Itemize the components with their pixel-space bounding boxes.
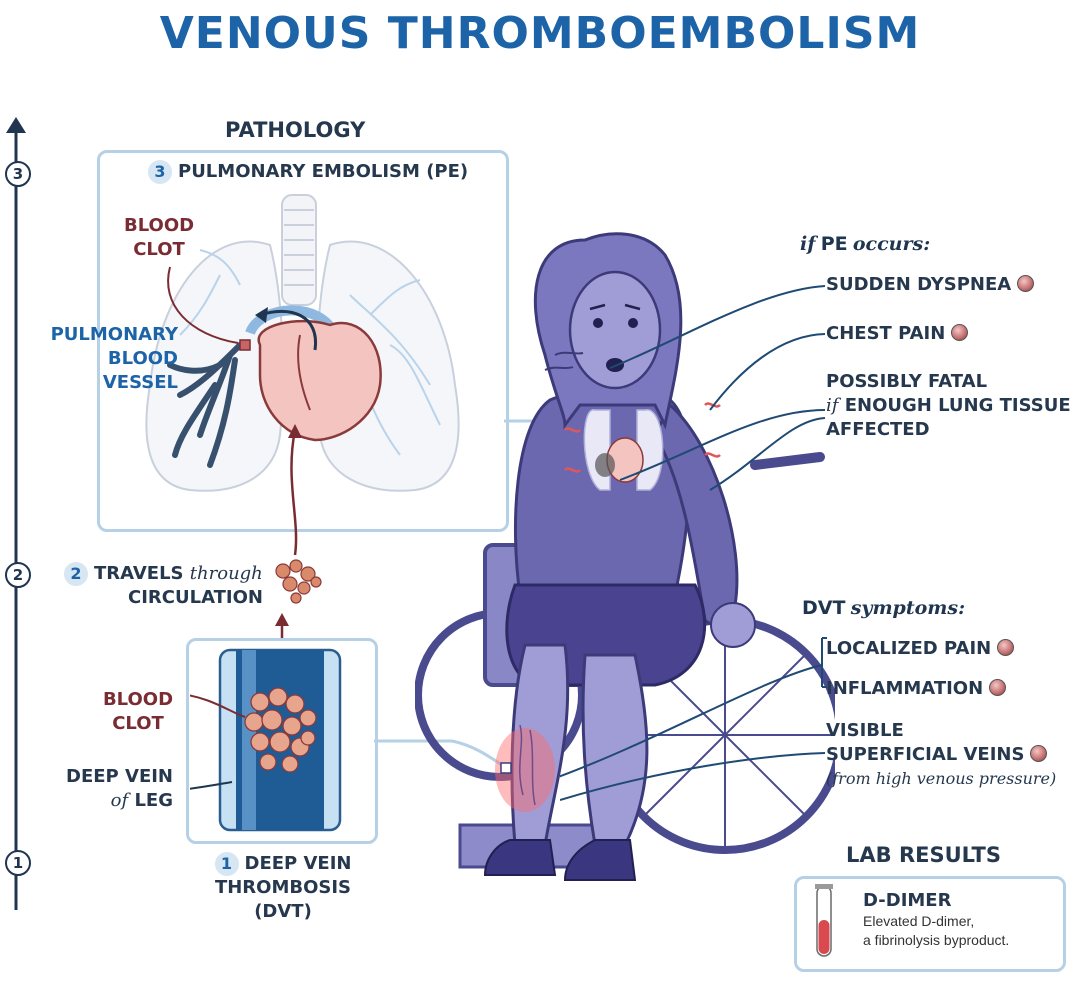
- heart-icon: [257, 319, 382, 442]
- step-marker-3: 3: [5, 161, 31, 187]
- lab-desc-1: Elevated D-dimer,: [863, 913, 975, 929]
- arrow-up-icon: [6, 117, 26, 133]
- lungs-heart-illustration: [145, 194, 460, 492]
- dvt-symptom-pain: LOCALIZED PAIN: [826, 637, 1015, 661]
- pe-symptom-fatal: POSSIBLY FATAL if ENOUGH LUNG TISSUE AFF…: [826, 371, 1071, 440]
- symptom-dot-icon: [1030, 745, 1048, 762]
- dvt-symptom-veins: VISIBLE SUPERFICIAL VEINS (from high ven…: [826, 720, 1057, 788]
- vein-illustration: [190, 648, 342, 832]
- symptom-dot-icon: [951, 324, 969, 341]
- lab-heading: LAB RESULTS: [846, 843, 1001, 867]
- lab-panel: [794, 876, 1066, 972]
- inflammation-icon: [495, 728, 555, 812]
- patient-illustration: [415, 232, 835, 881]
- dvt-symptom-inflammation: INFLAMMATION: [826, 677, 1007, 701]
- pe-symptom-dyspnea: SUDDEN DYSPNEA: [826, 273, 1035, 297]
- lab-test-name: D-DIMER: [863, 890, 952, 911]
- lab-desc-2: a fibrinolysis byproduct.: [863, 932, 1010, 948]
- pe-symptoms-heading: if PE occurs:: [800, 233, 931, 255]
- symptom-dot-icon: [997, 639, 1015, 656]
- page-title: VENOUS THROMBOEMBOLISM: [159, 8, 921, 59]
- symptom-dot-icon: [989, 679, 1007, 696]
- clot-marker-icon: [239, 339, 251, 351]
- clot-icon: [244, 687, 317, 773]
- arrow-up-icon: [288, 424, 302, 438]
- symptom-dot-icon: [1017, 275, 1035, 292]
- arrow-to-pe: [288, 424, 302, 556]
- dvt-connector: [374, 739, 503, 767]
- pe-symptom-chest-pain: CHEST PAIN: [826, 322, 969, 346]
- step-marker-1: 1: [5, 850, 31, 876]
- face-icon: [568, 270, 662, 390]
- test-tube-icon: [815, 884, 833, 957]
- occluded-vessel-icon: [167, 342, 243, 468]
- arrow-up-icon: [275, 613, 289, 626]
- symptom-leader-lines: [560, 285, 827, 801]
- timeline-axis: [6, 117, 26, 910]
- trachea-icon: [281, 194, 317, 306]
- step-marker-2: 2: [5, 562, 31, 588]
- circulating-clot-icon: [275, 559, 322, 604]
- dvt-symptoms-heading: DVT symptoms:: [802, 597, 966, 619]
- pathology-heading: PATHOLOGY: [225, 118, 366, 142]
- lab-result-text: D-DIMER Elevated D-dimer, a fibrinolysis…: [863, 890, 1009, 950]
- deep-vein-label: DEEP VEIN of LEG: [66, 766, 173, 811]
